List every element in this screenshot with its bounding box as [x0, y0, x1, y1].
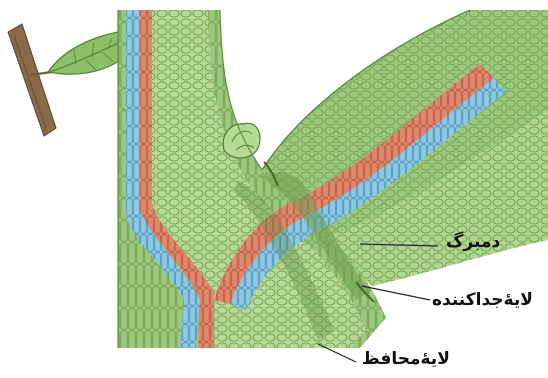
twig-icon: [8, 24, 56, 136]
abscission-layer-label: لایۀجداکننده: [432, 290, 533, 310]
protective-layer-label: لایۀمحافظ: [362, 349, 450, 369]
petiole: [214, 10, 548, 310]
petiole-label: دمبرگ: [446, 232, 500, 252]
